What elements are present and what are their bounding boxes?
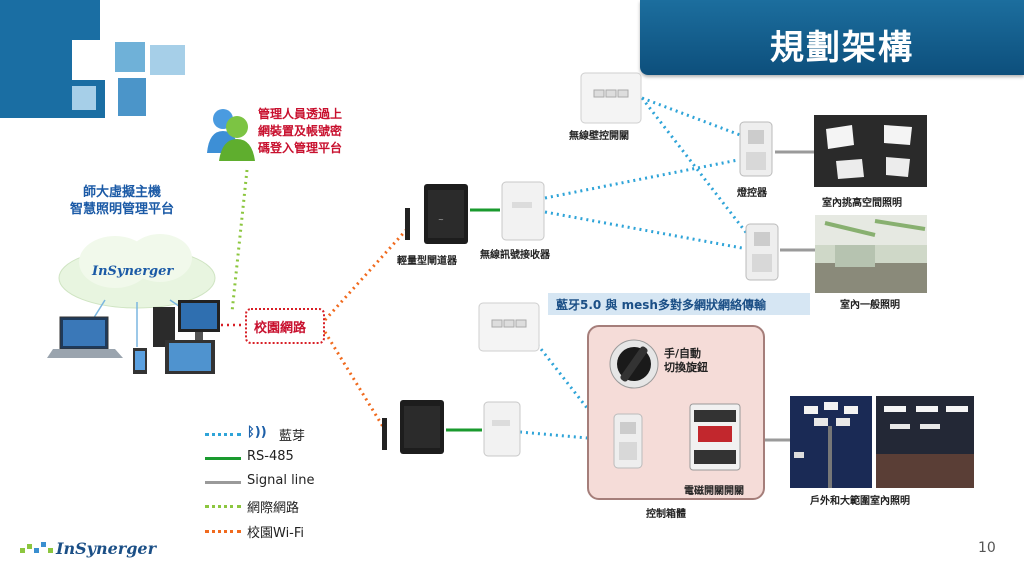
- mesh-banner: [548, 293, 810, 315]
- admin-note: 管理人員透過上 網裝置及帳號密 碼登入管理平台: [258, 107, 343, 155]
- contactor-label: 電磁開關開關: [684, 486, 744, 497]
- admin-users-icon: [205, 105, 255, 163]
- outdoor-lighting-photo: [790, 396, 872, 488]
- manual-auto-label: 手/自動 切換旋鈕: [664, 347, 708, 374]
- gateway-device-top: ~: [402, 178, 472, 250]
- receiver-device-bottom: [482, 400, 522, 458]
- mesh-banner-text: 藍牙5.0 與 mesh多對多網狀網絡傳輸: [556, 298, 766, 312]
- indoor-large-area-photo: [876, 396, 974, 488]
- wall-switch-device-bottom: [478, 302, 540, 352]
- footer-logo-mark: [20, 540, 54, 556]
- gateway-label: 輕量型閘道器: [397, 256, 457, 267]
- gateway-device-bottom: [380, 396, 448, 458]
- control-box-label: 控制箱體: [646, 509, 686, 520]
- manual-auto-switch-knob: [608, 338, 660, 390]
- high-space-lighting-photo: [814, 115, 927, 187]
- footer-logo: InSynerger: [56, 539, 157, 558]
- light-controller-device-2: [742, 222, 782, 282]
- cloud-server-illustration: [45, 222, 225, 382]
- high-space-label: 室內挑高空間照明: [822, 198, 902, 209]
- cloud-logo: InSynerger: [92, 264, 174, 279]
- general-light-label: 室內一般照明: [840, 300, 900, 311]
- receiver-label: 無線訊號接收器: [480, 250, 550, 261]
- light-controller-device-3: [612, 412, 644, 470]
- contactor-device: [688, 402, 742, 472]
- campus-network-label: 校園網路: [254, 321, 307, 336]
- corner-decoration: [0, 0, 190, 120]
- host-label: 師大虛擬主機 智慧照明管理平台: [69, 185, 174, 217]
- title-banner: [640, 0, 1024, 75]
- general-lighting-photo: [815, 215, 927, 293]
- receiver-device-top: [500, 180, 546, 242]
- wall-switch-device-top: [580, 72, 642, 124]
- light-controller-label: 燈控器: [737, 188, 767, 199]
- wall-switch-label: 無線壁控開關: [569, 131, 629, 142]
- page-number: 10: [978, 540, 996, 556]
- page-title: 規劃架構: [770, 28, 914, 68]
- bluetooth-icon: ᛒ)): [247, 425, 267, 440]
- svg-text:~: ~: [438, 216, 444, 224]
- light-controller-device-1: [736, 120, 776, 178]
- outdoor-label: 戶外和大範圍室內照明: [810, 496, 910, 507]
- campus-network-box: [245, 308, 325, 344]
